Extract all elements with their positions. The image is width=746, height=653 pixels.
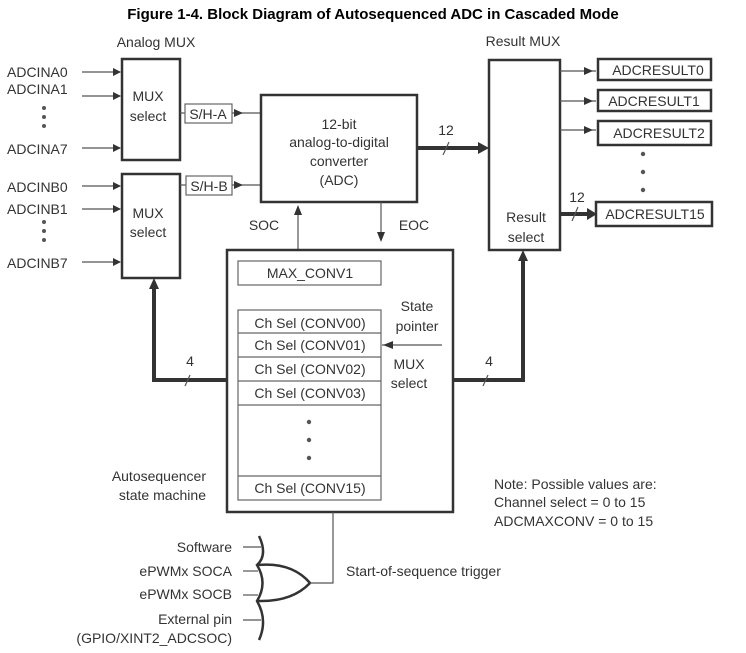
or-gate-icon	[255, 535, 312, 641]
arrow-icon	[518, 250, 528, 261]
mux-b-block: MUX select	[120, 172, 182, 280]
ellipsis-dot	[306, 419, 312, 425]
trigger-source-socA: ePWMx SOCA	[139, 563, 232, 579]
adcresult15-register	[594, 200, 714, 228]
bus-width-slash	[571, 206, 579, 222]
ellipsis-dot	[306, 437, 312, 443]
mux-select-label-2: select	[391, 375, 428, 391]
arrow-icon	[234, 109, 243, 117]
state-pointer-label-2: pointer	[396, 318, 439, 334]
ellipsis-dot	[42, 229, 46, 233]
ellipsis-dot	[640, 151, 646, 157]
channel-select-conv00: Ch Sel (CONV00)	[254, 315, 365, 331]
mux-a-label-2: select	[130, 108, 167, 124]
result-sel-bus-width: 4	[485, 353, 493, 369]
trigger-source-external-pin: External pin	[158, 611, 232, 627]
ellipsis-dot	[640, 169, 646, 175]
arrow-icon	[113, 205, 121, 213]
arrow-icon	[113, 144, 121, 152]
result-select-label-1: Result	[506, 209, 546, 225]
adc-label-2: analog-to-digital	[289, 134, 389, 150]
arrow-icon	[478, 142, 489, 154]
mux-b-label-2: select	[130, 224, 167, 240]
max-conv-label: MAX_CONV1	[267, 265, 354, 281]
mux-a-label-1: MUX	[132, 88, 164, 104]
ellipsis-dot	[42, 238, 46, 242]
adcresult2-register	[596, 119, 713, 147]
state-machine-label-2: state machine	[119, 487, 206, 503]
adcresult1-label: ADCRESULT1	[608, 93, 700, 109]
arrow-icon	[113, 92, 121, 100]
mux-a-block: MUX select	[120, 57, 182, 162]
ellipsis-dot	[306, 455, 312, 461]
result-select-label-2: select	[508, 229, 545, 245]
adcresult0-register	[596, 57, 713, 82]
mux-select-label-1: MUX	[393, 356, 425, 372]
mux-b-label-1: MUX	[132, 205, 164, 221]
arrow-icon	[294, 205, 302, 215]
start-of-sequence-trigger-label: Start-of-sequence trigger	[346, 563, 501, 579]
mux-bus-width: 4	[186, 353, 194, 369]
note-line-1: Note: Possible values are:	[494, 476, 657, 492]
trigger-source-socB: ePWMx SOCB	[139, 586, 232, 602]
adcresult0-label: ADCRESULT0	[612, 62, 704, 78]
adc-label-1: 12-bit	[321, 116, 356, 132]
arrow-icon	[377, 232, 385, 242]
eoc-label: EOC	[399, 217, 429, 233]
soc-label: SOC	[249, 217, 279, 233]
result-mux-block: Result select	[487, 58, 562, 252]
arrow-icon	[587, 208, 597, 220]
ellipsis-dot	[640, 187, 646, 193]
arrow-icon	[584, 126, 593, 134]
note-line-2: Channel select = 0 to 15	[494, 494, 646, 510]
input-adcina0: ADCINA0	[7, 64, 68, 80]
adc-block: 12-bit analog-to-digital converter (ADC)	[259, 93, 419, 204]
input-adcina7: ADCINA7	[7, 141, 68, 157]
trigger-source-external-pin-detail: (GPIO/XINT2_ADCSOC)	[76, 630, 232, 646]
state-pointer-arrow-icon	[383, 341, 393, 349]
adc-label-3: converter	[310, 153, 369, 169]
analog-mux-label: Analog MUX	[117, 34, 196, 50]
bus-width-slash	[482, 374, 489, 387]
input-adcinb7: ADCINB7	[7, 255, 68, 271]
adcresult1-register	[596, 88, 713, 113]
adcresult15-label: ADCRESULT15	[605, 206, 705, 222]
result-mux-label: Result MUX	[486, 33, 561, 49]
figure-title: Figure 1-4. Block Diagram of Autosequenc…	[127, 6, 618, 23]
arrow-icon	[584, 67, 593, 75]
channel-select-conv03: Ch Sel (CONV03)	[254, 385, 365, 401]
ellipsis-dot	[42, 106, 46, 110]
arrow-icon	[113, 258, 121, 266]
arrow-icon	[113, 68, 121, 76]
adc-label-4: (ADC)	[320, 172, 359, 188]
max-conv-register	[237, 260, 382, 286]
input-adcina1: ADCINA1	[7, 81, 68, 97]
sample-hold-a-label: S/H-A	[189, 106, 227, 122]
adcresult2-label: ADCRESULT2	[613, 125, 705, 141]
input-adcinb0: ADCINB0	[7, 179, 68, 195]
adc-bus-width: 12	[438, 122, 454, 138]
state-machine-label-1: Autosequencer	[112, 468, 207, 484]
ellipsis-dot	[42, 220, 46, 224]
channel-select-conv01: Ch Sel (CONV01)	[254, 337, 365, 353]
arrow-icon	[234, 181, 243, 189]
channel-select-conv02: Ch Sel (CONV02)	[254, 361, 365, 377]
arrow-icon	[149, 278, 159, 289]
state-pointer-label-1: State	[401, 298, 434, 314]
result-bus-width: 12	[569, 189, 585, 205]
arrow-icon	[584, 97, 593, 105]
sample-hold-b-label: S/H-B	[190, 178, 227, 194]
ellipsis-dot	[42, 124, 46, 128]
channel-select-conv15: Ch Sel (CONV15)	[254, 480, 365, 496]
arrow-icon	[113, 182, 121, 190]
bus-width-slash	[442, 141, 450, 156]
ellipsis-dot	[42, 115, 46, 119]
trigger-source-software: Software	[177, 539, 232, 555]
note-line-3: ADCMAXCONV = 0 to 15	[494, 513, 653, 529]
input-adcinb1: ADCINB1	[7, 201, 68, 217]
bus-width-slash	[184, 374, 191, 387]
